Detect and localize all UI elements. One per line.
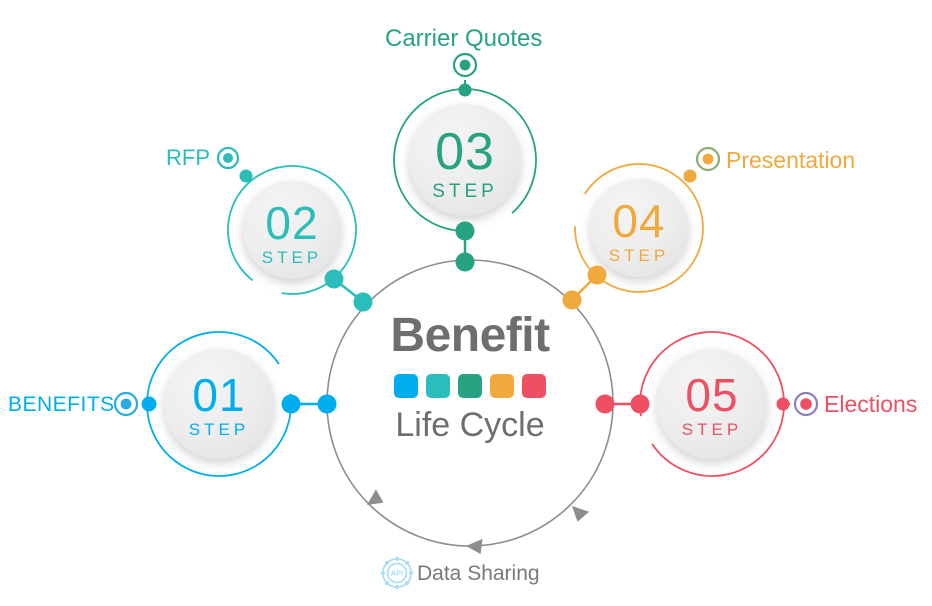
- step-03-ring-dot: [455, 221, 475, 241]
- api-gear-icon: API: [380, 556, 414, 590]
- swatch-teal: [426, 374, 450, 398]
- step-03-hub-dot: [455, 252, 475, 272]
- step-02-target-icon: [216, 146, 240, 170]
- cycle-arrow-bottom: [466, 538, 483, 555]
- api-gear-icon-text: API: [391, 569, 403, 578]
- cycle-arrow-left: [367, 489, 384, 505]
- step-01-target-icon: [113, 391, 139, 417]
- step-05-ring: [639, 331, 785, 477]
- center-brand-block: Benefit Life Cycle: [320, 309, 620, 444]
- swatch-blue: [394, 374, 418, 398]
- step-04-hub-dot: [562, 290, 582, 310]
- swatch-red: [522, 374, 546, 398]
- step-04-disc: [590, 179, 688, 277]
- color-swatch-row: [320, 374, 620, 398]
- step-02-label-dot: [239, 169, 253, 183]
- step-05-hub-dot: [595, 394, 615, 414]
- page-title: Benefit: [390, 309, 550, 362]
- step-01-group[interactable]: [113, 323, 337, 486]
- step-02-ring: [227, 165, 357, 295]
- swatch-green: [458, 374, 482, 398]
- step-02-hub-dot: [353, 292, 373, 312]
- swatch-orange: [490, 374, 514, 398]
- step-02-label[interactable]: RFP: [166, 145, 210, 170]
- step-03-label[interactable]: Carrier Quotes: [385, 25, 543, 52]
- step-05-group[interactable]: [595, 323, 819, 486]
- data-sharing-label[interactable]: Data Sharing: [417, 562, 540, 585]
- page-subtitle: Life Cycle: [395, 406, 545, 444]
- step-05-label[interactable]: Elections: [824, 391, 918, 417]
- step-01-hub-dot: [317, 394, 337, 414]
- step-05-label-dot: [776, 397, 790, 411]
- step-04-label-dot: [683, 169, 697, 183]
- step-01-label[interactable]: BENEFITS: [8, 393, 115, 416]
- step-03-group[interactable]: [387, 52, 543, 272]
- step-05-disc: [657, 349, 767, 459]
- step-04-ring-dot: [587, 265, 607, 285]
- step-03-disc: [409, 104, 521, 216]
- step-03-label-dot: [458, 83, 472, 97]
- step-04-target-icon: [695, 146, 721, 172]
- step-04-label[interactable]: Presentation: [726, 147, 856, 173]
- step-01-ring-dot: [281, 394, 301, 414]
- step-05-ring-dot: [630, 394, 650, 414]
- step-04-group[interactable]: [551, 140, 727, 316]
- step-01-disc: [164, 349, 274, 459]
- step-01-outer-dot: [141, 396, 157, 412]
- step-03-target-icon: [452, 52, 478, 78]
- step-02-disc: [243, 181, 341, 279]
- step-02-ring-dot: [324, 269, 344, 289]
- step-02-group[interactable]: [202, 140, 382, 320]
- cycle-arrow-right: [572, 506, 590, 522]
- step-05-target-icon: [793, 391, 819, 417]
